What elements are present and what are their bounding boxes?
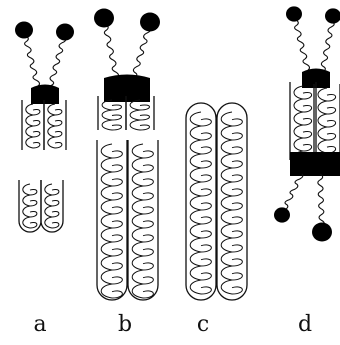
centromere [31,85,59,105]
chromatid-coils [102,100,121,130]
panel-b-figure [94,9,160,301]
chromatid-coils [26,104,40,148]
chromatid-coils [221,112,242,294]
chromatid-outline [44,100,66,150]
centromere [104,75,150,103]
chromatid-coils [132,144,153,298]
chromatid-coils [190,112,211,294]
satellite-blob [286,6,302,21]
satellite-blob [312,223,332,242]
panel-label-d: d [290,312,320,337]
satellite-blob [94,9,114,28]
satellite-blob [274,207,290,222]
panel-label-a: a [25,312,55,337]
satellite-blob [56,23,74,40]
panel-label-b: b [110,312,140,337]
panel-d-figure [274,6,340,241]
telomere-spring [292,14,310,70]
satellite-blob [140,13,160,32]
satellite-blob [325,8,340,23]
telomere-spring [321,16,334,72]
panel-label-c: c [188,312,218,337]
satellite-blob [15,21,33,38]
chromatid-coils [130,100,149,130]
chromatid-coils [23,184,37,228]
panel-c-figure [186,103,247,300]
centromere [290,152,340,176]
chromatid-coils [45,184,59,228]
panel-a-figure [15,21,74,232]
chromatid-coils [101,144,122,298]
chromatid-coils [48,104,62,148]
